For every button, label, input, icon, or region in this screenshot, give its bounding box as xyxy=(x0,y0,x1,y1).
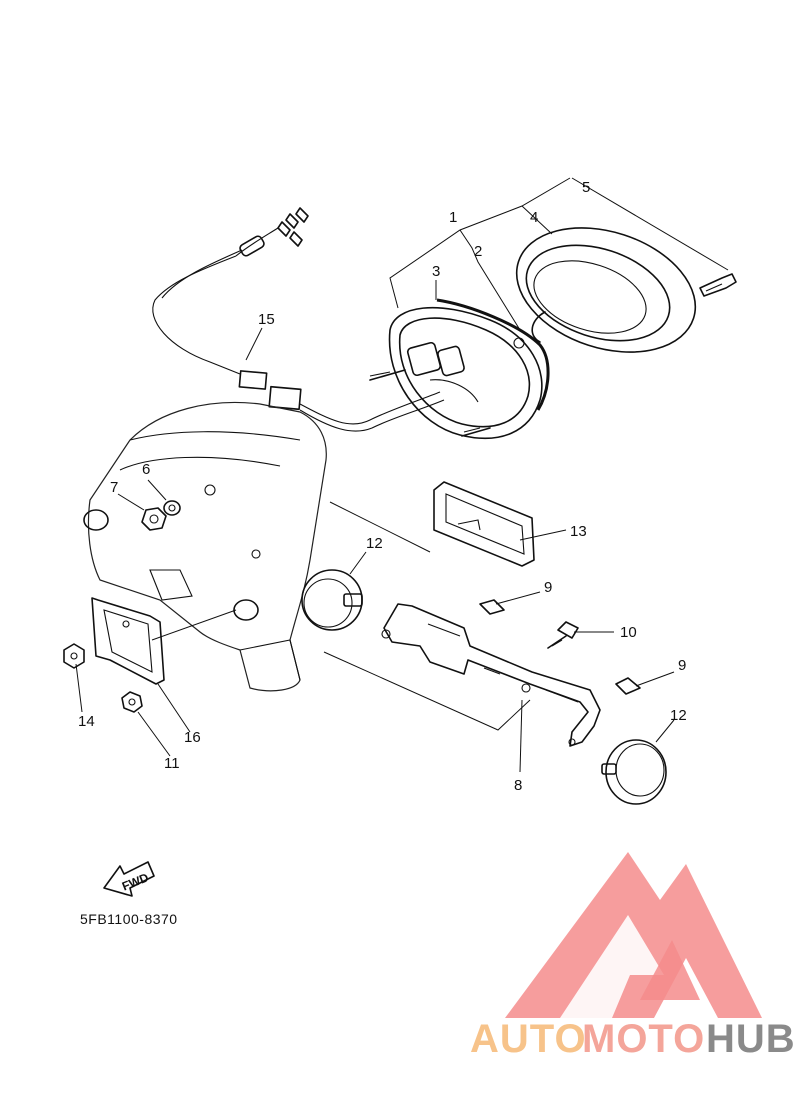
rear-fender-outline xyxy=(83,401,327,692)
damper-part-9b xyxy=(615,677,641,695)
nut-part-11 xyxy=(121,691,143,713)
washer-part-6 xyxy=(163,500,181,516)
callout-5: 5 xyxy=(582,179,590,196)
callout-15: 15 xyxy=(258,311,275,328)
callout-16: 16 xyxy=(184,729,201,746)
license-light-part-13 xyxy=(433,481,535,567)
callout-3: 3 xyxy=(432,263,440,280)
callout-9a: 9 xyxy=(544,579,552,596)
callout-labels: 1 2 3 4 5 6 7 8 9 9 10 11 12 12 13 14 15… xyxy=(78,179,687,794)
reflector-part-12a xyxy=(301,569,363,631)
callout-6: 6 xyxy=(142,461,150,478)
watermark-logo xyxy=(505,852,762,1018)
bracket-part-16 xyxy=(91,597,165,685)
watermark-text: AUTO MOTO HUB xyxy=(470,1017,796,1061)
callout-10: 10 xyxy=(620,624,637,641)
callout-12a: 12 xyxy=(366,535,383,552)
callout-14: 14 xyxy=(78,713,95,730)
part-code: 5FB1100-8370 xyxy=(80,911,178,927)
callout-7: 7 xyxy=(110,479,118,496)
callout-2: 2 xyxy=(474,243,482,260)
watermark-auto: AUTO xyxy=(470,1017,587,1061)
watermark-hub: HUB xyxy=(706,1017,796,1061)
reflector-part-12b xyxy=(601,739,667,805)
watermark-moto: MOTO xyxy=(582,1017,705,1061)
nut-part-7 xyxy=(141,507,167,531)
forward-arrow-icon: FWD xyxy=(103,861,155,897)
taillight-lens xyxy=(515,227,697,353)
callout-9b: 9 xyxy=(678,657,686,674)
callout-12b: 12 xyxy=(670,707,687,724)
leader-lines xyxy=(75,177,729,773)
callout-11: 11 xyxy=(164,755,180,772)
callout-1: 1 xyxy=(449,209,457,226)
callout-13: 13 xyxy=(570,523,587,540)
bolt-part-5 xyxy=(699,273,737,297)
screw-part-10 xyxy=(547,621,579,649)
callout-8: 8 xyxy=(514,777,522,794)
bracket-part-8 xyxy=(381,603,601,747)
nut-part-14 xyxy=(63,643,85,669)
taillight-housing xyxy=(369,298,550,439)
damper-part-9a xyxy=(479,599,505,615)
callout-4: 4 xyxy=(530,209,538,226)
wire-harness xyxy=(152,207,445,432)
